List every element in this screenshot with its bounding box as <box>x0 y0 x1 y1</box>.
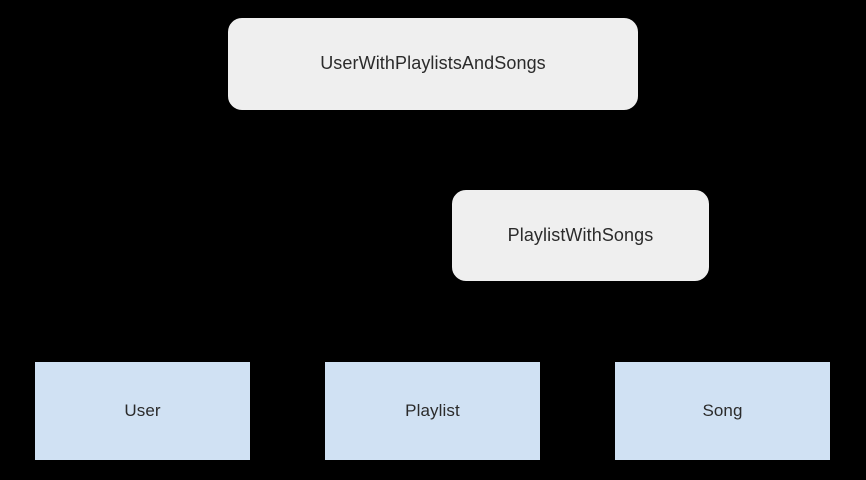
node-label: User <box>124 400 161 420</box>
edge-playlistwithsongs-to-song <box>639 281 724 362</box>
node-user[interactable]: User <box>35 362 250 460</box>
node-label: UserWithPlaylistsAndSongs <box>320 53 546 74</box>
edge-playlistwithsongs-to-playlist <box>432 281 541 362</box>
node-playlistwithsongs[interactable]: PlaylistWithSongs <box>452 190 709 281</box>
node-label: Playlist <box>405 400 460 420</box>
node-playlist[interactable]: Playlist <box>325 362 540 460</box>
node-song[interactable]: Song <box>615 362 830 460</box>
edge-userwithplaylistsandsongs-to-user <box>142 110 301 362</box>
node-userwithplaylistsandsongs[interactable]: UserWithPlaylistsAndSongs <box>228 18 638 110</box>
node-label: PlaylistWithSongs <box>507 224 654 245</box>
node-label: Song <box>702 400 743 420</box>
